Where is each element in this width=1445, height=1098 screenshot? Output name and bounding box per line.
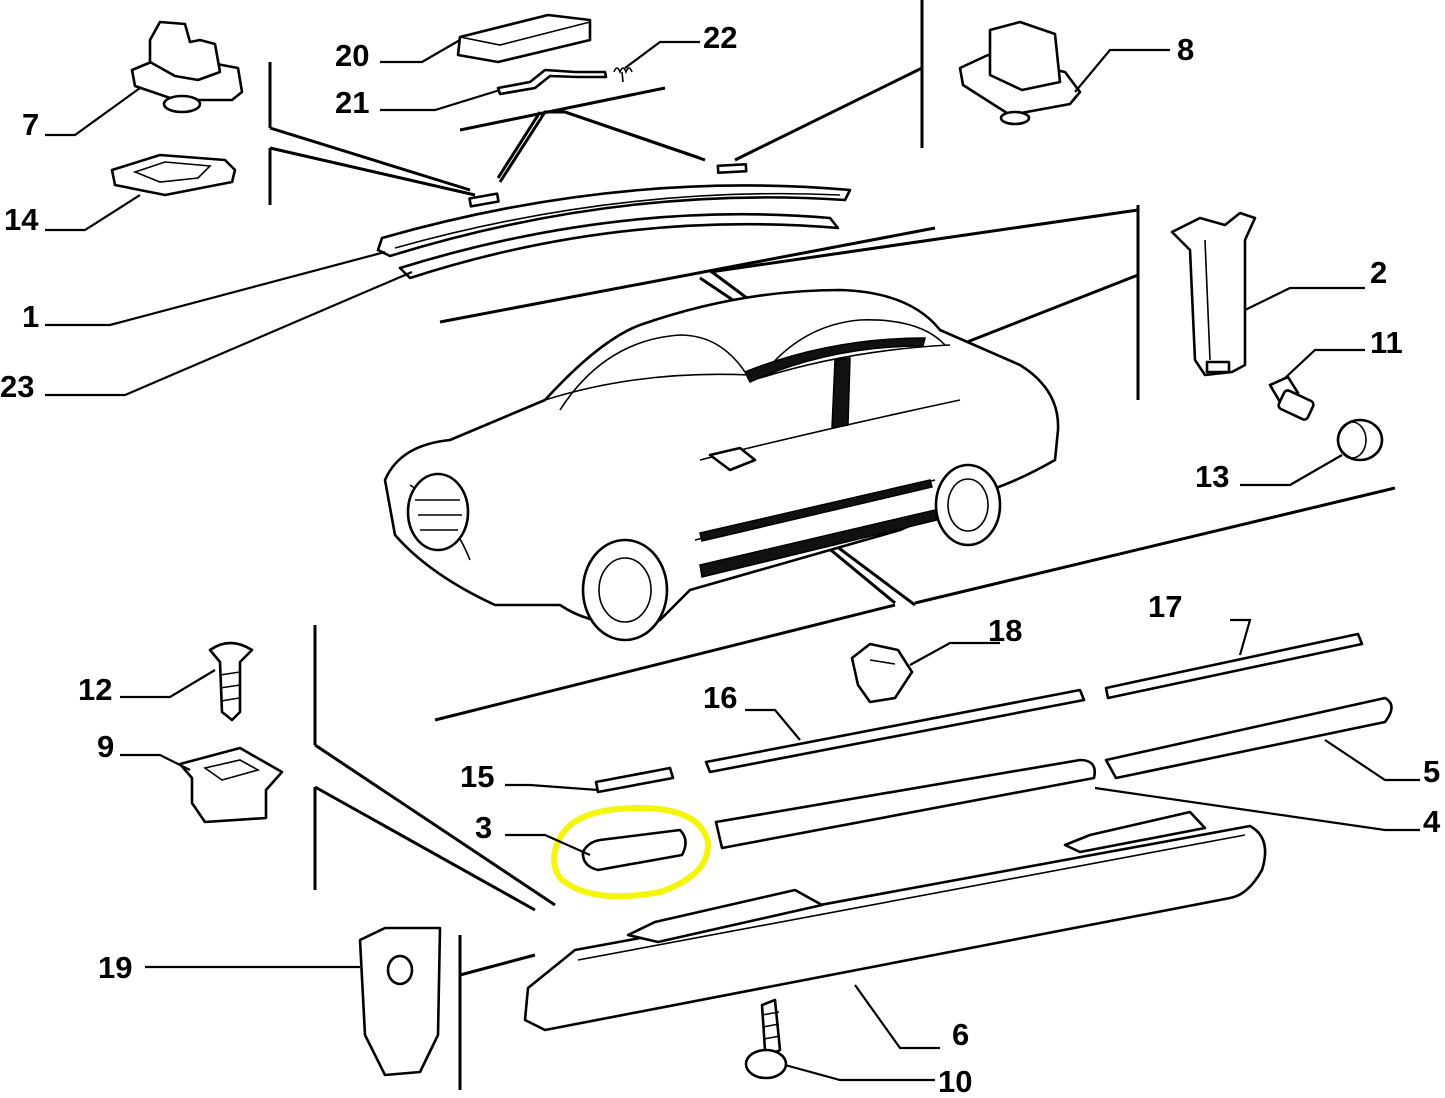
- clip-part-9: [178, 746, 284, 824]
- car-illustration: [383, 288, 1060, 642]
- label-19: 19: [98, 950, 132, 985]
- label-22: 22: [703, 20, 737, 55]
- wire-part-21: [496, 68, 608, 96]
- cap-part-13: [1336, 418, 1384, 462]
- part-number-labels: 7 14 1 23 20 21 22 8 2 11 13 12 9 18 17 …: [0, 20, 1441, 1098]
- door-mouldings: [581, 696, 1393, 872]
- label-15: 15: [460, 759, 494, 794]
- label-12: 12: [78, 672, 112, 707]
- pillar-trim-part-2: [1170, 211, 1257, 377]
- bracket-part-19: [358, 926, 442, 1077]
- clip-part-8: [958, 20, 1082, 126]
- moulding-strips: [594, 632, 1364, 794]
- label-14: 14: [4, 202, 39, 237]
- clip-part-7: [130, 20, 244, 114]
- label-5: 5: [1423, 754, 1440, 789]
- cap-part-20: [456, 13, 592, 64]
- label-18: 18: [988, 613, 1022, 648]
- stud-part-12: [208, 641, 254, 722]
- spring-part-22: [613, 67, 633, 83]
- label-4: 4: [1423, 804, 1441, 839]
- sill-part-6: [523, 810, 1267, 1032]
- label-2: 2: [1370, 255, 1387, 290]
- label-7: 7: [22, 107, 39, 142]
- label-13: 13: [1195, 459, 1229, 494]
- label-20: 20: [335, 38, 369, 73]
- label-11: 11: [1370, 325, 1403, 360]
- label-1: 1: [22, 299, 39, 334]
- highlight-circle: [551, 804, 712, 900]
- pad-part-14: [110, 153, 237, 197]
- label-17: 17: [1148, 589, 1182, 624]
- screw-part-11: [1268, 375, 1315, 421]
- leader-lines: [45, 39, 1420, 1082]
- roof-rail-part: [376, 162, 852, 280]
- label-16: 16: [703, 680, 737, 715]
- label-3: 3: [475, 810, 492, 845]
- fastener-part-10: [744, 998, 788, 1080]
- label-10: 10: [938, 1064, 972, 1098]
- label-6: 6: [952, 1017, 969, 1052]
- label-21: 21: [335, 85, 369, 120]
- label-9: 9: [97, 729, 114, 764]
- clip-part-18: [850, 642, 914, 704]
- label-8: 8: [1177, 32, 1194, 67]
- label-23: 23: [0, 369, 34, 404]
